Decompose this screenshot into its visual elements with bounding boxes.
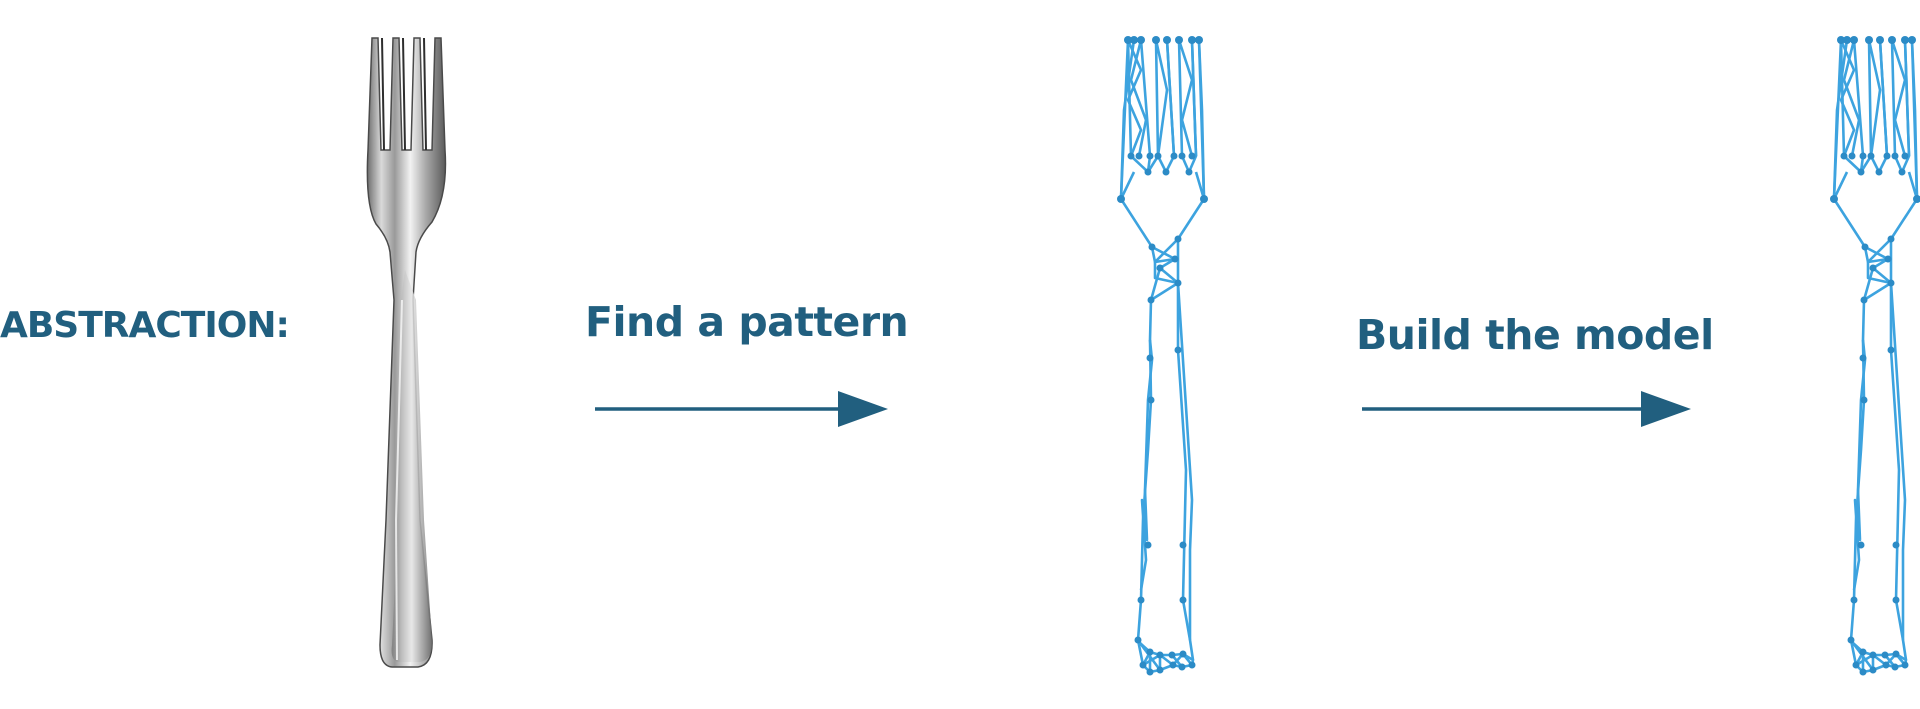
arrow-find-pattern bbox=[595, 391, 888, 427]
abstraction-title: ABSTRACTION: bbox=[0, 305, 290, 346]
fork-wireframe-model bbox=[1830, 36, 1920, 676]
fork-photo bbox=[366, 37, 447, 668]
arrow-build-model bbox=[1362, 391, 1691, 427]
step-label-find-pattern: Find a pattern bbox=[585, 298, 909, 346]
step-label-build-model: Build the model bbox=[1356, 311, 1714, 359]
fork-wireframe bbox=[1117, 36, 1208, 676]
